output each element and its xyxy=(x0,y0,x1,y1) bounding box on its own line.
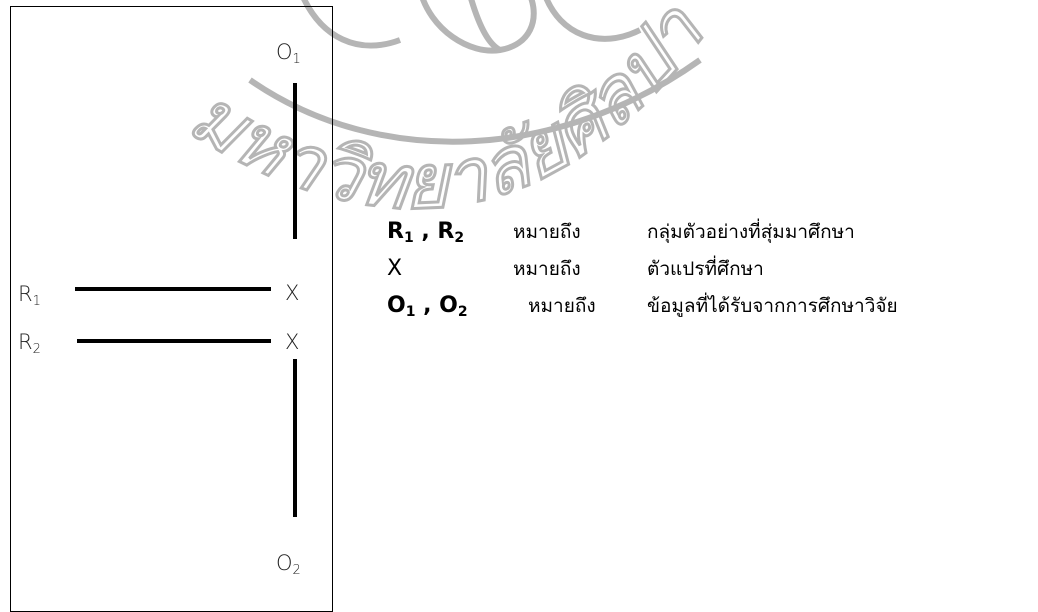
legend-symbol: X xyxy=(387,256,403,281)
line-r2-to-x xyxy=(77,339,271,343)
line-x-to-o2 xyxy=(293,359,297,517)
legend-meaning: หมายถึง xyxy=(513,221,581,243)
legend-meaning: หมายถึง xyxy=(513,258,581,280)
research-design-diagram: O1 R1 X R2 X O2 xyxy=(10,6,333,612)
node-o2: O2 xyxy=(276,551,301,578)
node-x2: X xyxy=(285,330,300,354)
line-o1-to-x xyxy=(293,83,297,239)
node-o1: O1 xyxy=(276,40,301,67)
legend-symbol: O1 , O2 xyxy=(387,293,468,320)
line-r1-to-x xyxy=(75,287,271,291)
node-r2: R2 xyxy=(18,330,41,357)
legend-description: ตัวแปรที่ศึกษา xyxy=(647,258,764,280)
node-x1: X xyxy=(285,281,300,305)
node-r1: R1 xyxy=(18,282,41,309)
legend-description: กลุ่มตัวอย่างที่สุ่มมาศึกษา xyxy=(647,221,855,243)
legend-description: ข้อมูลที่ได้รับจากการศึกษาวิจัย xyxy=(647,295,898,317)
legend-symbol: R1 , R2 xyxy=(387,219,465,246)
legend-meaning: หมายถึง xyxy=(528,295,596,317)
